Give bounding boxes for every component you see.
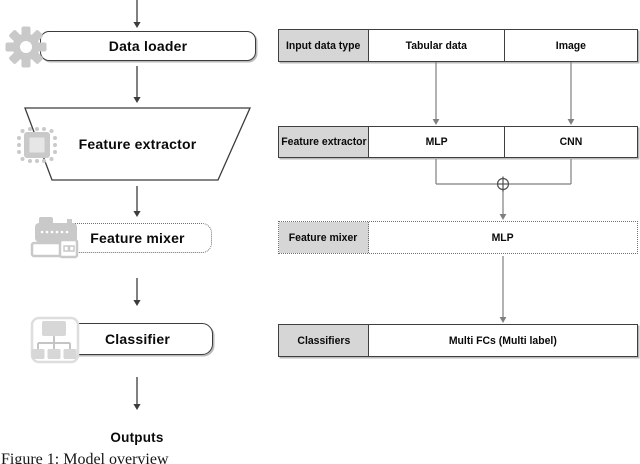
table-cell: MLP — [369, 127, 505, 157]
row-header-cell: Input data type — [279, 30, 369, 61]
table-cell: CNN — [505, 127, 637, 157]
cell-text: Multi FCs (Multi label) — [448, 334, 557, 347]
data-loader-box: Data loader — [40, 31, 256, 61]
table-row-feature-extractor: Feature extractor MLP CNN — [278, 126, 638, 158]
row-header-text: Feature mixer — [289, 231, 358, 244]
feature-mixer-label: Feature mixer — [90, 230, 185, 246]
row-header-text: Input data type — [286, 39, 361, 52]
cell-text: Tabular data — [405, 39, 468, 52]
cell-text: Image — [555, 39, 587, 52]
circled-plus-icon — [496, 176, 510, 192]
table-cell: Image — [505, 30, 637, 61]
table-connectors — [432, 62, 575, 323]
row-header-cell: Classifiers — [279, 325, 369, 356]
table-cell: Tabular data — [369, 30, 505, 61]
feature-extractor-stage: Feature extractor — [25, 108, 250, 180]
table-row-input-data-type: Input data type Tabular data Image — [278, 29, 638, 62]
classifier-box: Classifier — [62, 323, 213, 355]
table-row-feature-mixer: Feature mixer MLP — [278, 221, 638, 254]
row-header-text: Feature extractor — [280, 136, 367, 148]
row-header-text: Classifiers — [297, 334, 350, 347]
row-header-cell: Feature extractor — [279, 127, 369, 157]
row-header-cell: Feature mixer — [279, 222, 369, 253]
table-cell: Multi FCs (Multi label) — [369, 325, 637, 356]
cell-text: MLP — [425, 136, 448, 148]
table-cell: MLP — [369, 222, 637, 253]
cell-text: MLP — [491, 231, 515, 244]
cell-text: CNN — [559, 136, 583, 148]
figure-caption: Figure 1: Model overview — [1, 451, 169, 464]
outputs-label: Outputs — [110, 430, 164, 445]
classifier-label: Classifier — [104, 331, 171, 347]
feature-mixer-box: Feature mixer — [63, 223, 212, 253]
feature-extractor-label: Feature extractor — [78, 136, 197, 152]
data-loader-label: Data loader — [108, 38, 188, 54]
table-row-classifiers: Classifiers Multi FCs (Multi label) — [278, 324, 638, 357]
